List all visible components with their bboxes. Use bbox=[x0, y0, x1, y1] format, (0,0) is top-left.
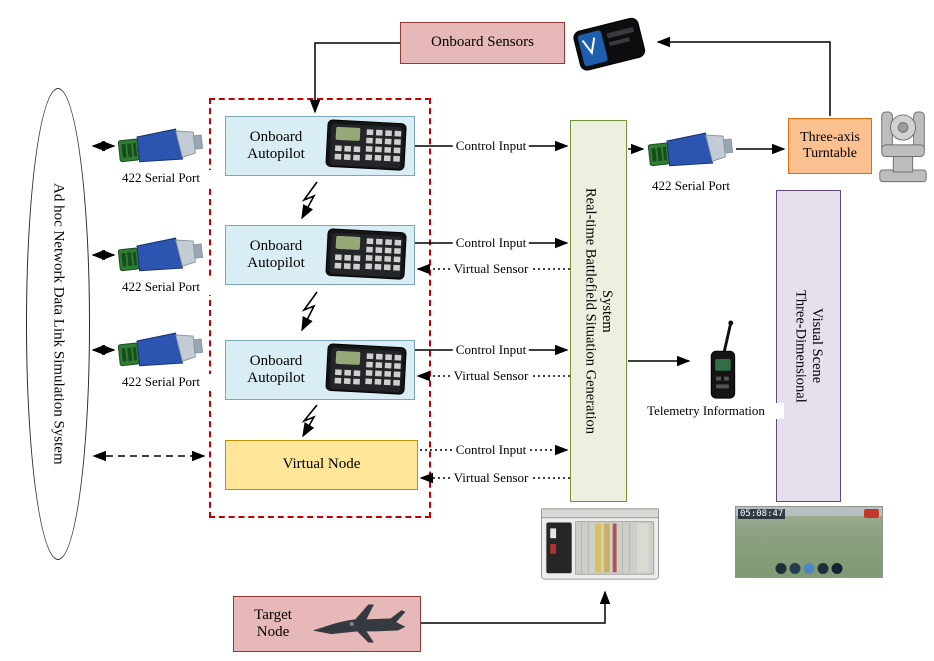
virtual-node-label: Virtual Node bbox=[282, 456, 361, 473]
autopilot-device-icon-3 bbox=[322, 343, 410, 397]
aircraft-icon bbox=[308, 599, 412, 649]
visual-scene-box: Three-Dimensional Visual Scene bbox=[776, 190, 841, 502]
visual-scene-label: Three-Dimensional Visual Scene bbox=[792, 289, 826, 403]
autopilot-device-icon-1 bbox=[322, 119, 410, 173]
chassis-icon bbox=[538, 505, 662, 585]
edge-label-control-input-2: Control Input bbox=[452, 235, 530, 251]
edge-label-virtual-sensor-3: Virtual Sensor bbox=[450, 470, 532, 486]
turntable-icon bbox=[874, 98, 932, 186]
edge-label-virtual-sensor-2: Virtual Sensor bbox=[450, 368, 532, 384]
turntable-box: Three-axis Turntable bbox=[788, 118, 872, 174]
serial-port-icon-4 bbox=[648, 128, 734, 172]
adhoc-network-label: Ad hoc Network Data Link Simulation Syst… bbox=[50, 183, 67, 465]
autopilot-label-3: Onboard Autopilot bbox=[247, 352, 305, 386]
onboard-sensors-label: Onboard Sensors bbox=[431, 34, 534, 51]
rt-system-box: Real-time Battlefield Situation Generati… bbox=[570, 120, 627, 502]
target-node-label: Target Node bbox=[254, 606, 292, 640]
autopilot-device-icon-2 bbox=[322, 228, 410, 282]
autopilot-label-2: Onboard Autopilot bbox=[247, 237, 305, 271]
scene-thumbnail: 05:08:47 bbox=[735, 506, 883, 578]
scene-control-dots bbox=[775, 563, 843, 574]
serial-port-icon-3 bbox=[118, 328, 204, 372]
adhoc-network-ellipse: Ad hoc Network Data Link Simulation Syst… bbox=[26, 88, 90, 560]
scene-logo bbox=[864, 509, 879, 518]
serial-port-icon-2 bbox=[118, 233, 204, 277]
edge-label-control-input-1: Control Input bbox=[452, 138, 530, 154]
autopilot-box-3: Onboard Autopilot bbox=[225, 340, 415, 400]
antenna-icon bbox=[694, 320, 748, 402]
serial-port-label-4: 422 Serial Port bbox=[636, 178, 746, 194]
autopilot-label-1: Onboard Autopilot bbox=[247, 128, 305, 162]
autopilot-box-1: Onboard Autopilot bbox=[225, 116, 415, 176]
turntable-label: Three-axis Turntable bbox=[800, 129, 860, 161]
serial-port-label-2: 422 Serial Port bbox=[106, 279, 216, 295]
serial-port-label-3: 422 Serial Port bbox=[106, 374, 216, 390]
rt-system-label: Real-time Battlefield Situation Generati… bbox=[582, 187, 616, 435]
target-node-box: Target Node bbox=[233, 596, 421, 652]
edge-label-control-input-4: Control Input bbox=[452, 442, 530, 458]
edge-label-virtual-sensor-1: Virtual Sensor bbox=[450, 261, 532, 277]
serial-port-label-1: 422 Serial Port bbox=[106, 170, 216, 186]
telemetry-label: Telemetry Information bbox=[628, 403, 784, 419]
edge-label-control-input-3: Control Input bbox=[452, 342, 530, 358]
autopilot-box-2: Onboard Autopilot bbox=[225, 225, 415, 285]
sensor-device-icon bbox=[568, 8, 652, 78]
serial-port-icon-1 bbox=[118, 124, 204, 168]
onboard-sensors-box: Onboard Sensors bbox=[400, 22, 565, 64]
scene-timestamp: 05:08:47 bbox=[738, 509, 786, 519]
virtual-node-box: Virtual Node bbox=[225, 440, 418, 490]
